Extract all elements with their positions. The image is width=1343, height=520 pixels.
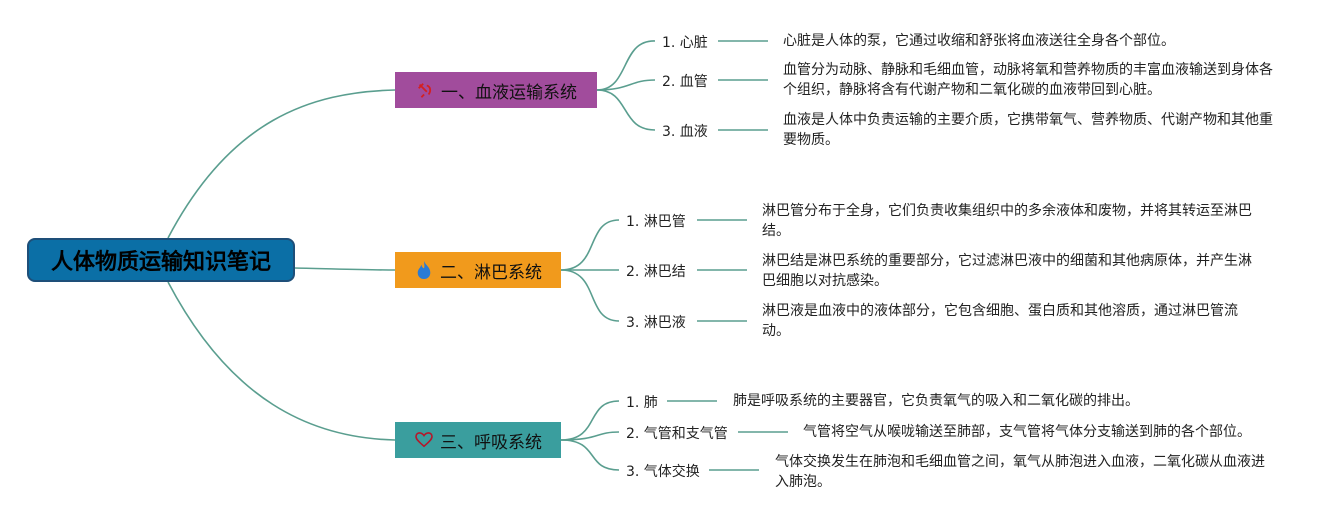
desc-blood: 血液是人体中负责运输的主要介质，它携带氧气、营养物质、代谢产物和其他重要物质。: [783, 112, 1273, 148]
desc-blood-vessels: 血管分为动脉、静脉和毛细血管，动脉将氧和营养物质的丰富血液输送到身体各个组织，静…: [783, 62, 1273, 98]
desc-lymph-fluid: 淋巴液是血液中的液体部分，它包含细胞、蛋白质和其他溶质，通过淋巴管流动。: [762, 303, 1238, 339]
link-branch3-item2: [560, 431, 620, 441]
leaf-lymph-vessels[interactable]: 1. 淋巴管: [626, 214, 686, 230]
leaf-blood-vessels[interactable]: 2. 血管: [662, 74, 708, 90]
link-branch1-item2: [596, 79, 656, 91]
desc-lymph-vessels: 淋巴管分布于全身，它们负责收集组织中的多余液体和废物，并将其转运至淋巴结。: [762, 203, 1252, 239]
root-node[interactable]: 人体物质运输知识笔记: [27, 238, 295, 282]
link-branch1-item1: [596, 40, 656, 91]
branch-blood-transport[interactable]: 一、血液运输系统: [395, 72, 597, 108]
link-root-branch2: [294, 267, 396, 271]
link-branch1-item3: [596, 89, 656, 131]
leaf-heart[interactable]: 1. 心脏: [662, 35, 708, 51]
leaf-trachea-bronchi[interactable]: 2. 气管和支气管: [626, 426, 728, 442]
leaf-lymph-fluid[interactable]: 3. 淋巴液: [626, 315, 686, 331]
leaf-blood[interactable]: 3. 血液: [662, 124, 708, 140]
branch-label: 三、呼吸系统: [440, 432, 542, 453]
root-title: 人体物质运输知识笔记: [50, 250, 271, 275]
link-root-branch1: [167, 89, 396, 239]
desc-trachea-bronchi: 气管将空气从喉咙输送至肺部，支气管将气体分支输送到肺的各个部位。: [803, 424, 1251, 440]
heart-outline-icon: [414, 430, 434, 450]
hammer-sickle-icon: [415, 80, 435, 100]
link-branch2-item1: [560, 219, 620, 271]
branch-lymphatic[interactable]: 二、淋巴系统: [395, 252, 561, 288]
link-branch3-item3: [560, 439, 620, 471]
link-branch3-item1: [560, 400, 620, 441]
leaf-lungs[interactable]: 1. 肺: [626, 395, 658, 411]
branch-respiratory[interactable]: 三、呼吸系统: [395, 422, 561, 458]
leaf-gas-exchange[interactable]: 3. 气体交换: [626, 464, 700, 480]
fire-icon: [414, 260, 434, 280]
branch-label: 二、淋巴系统: [440, 262, 542, 283]
link-root-branch3: [167, 281, 396, 441]
leaf-lymph-nodes[interactable]: 2. 淋巴结: [626, 264, 686, 280]
desc-lungs: 肺是呼吸系统的主要器官，它负责氧气的吸入和二氧化碳的排出。: [733, 393, 1139, 409]
branch-label: 一、血液运输系统: [441, 82, 577, 103]
desc-lymph-nodes: 淋巴结是淋巴系统的重要部分，它过滤淋巴液中的细菌和其他病原体，并产生淋巴细胞以对…: [762, 253, 1252, 289]
desc-gas-exchange: 气体交换发生在肺泡和毛细血管之间，氧气从肺泡进入血液，二氧化碳从血液进入肺泡。: [775, 454, 1265, 490]
link-branch2-item3: [560, 269, 620, 322]
desc-heart: 心脏是人体的泵，它通过收缩和舒张将血液送往全身各个部位。: [783, 33, 1175, 49]
